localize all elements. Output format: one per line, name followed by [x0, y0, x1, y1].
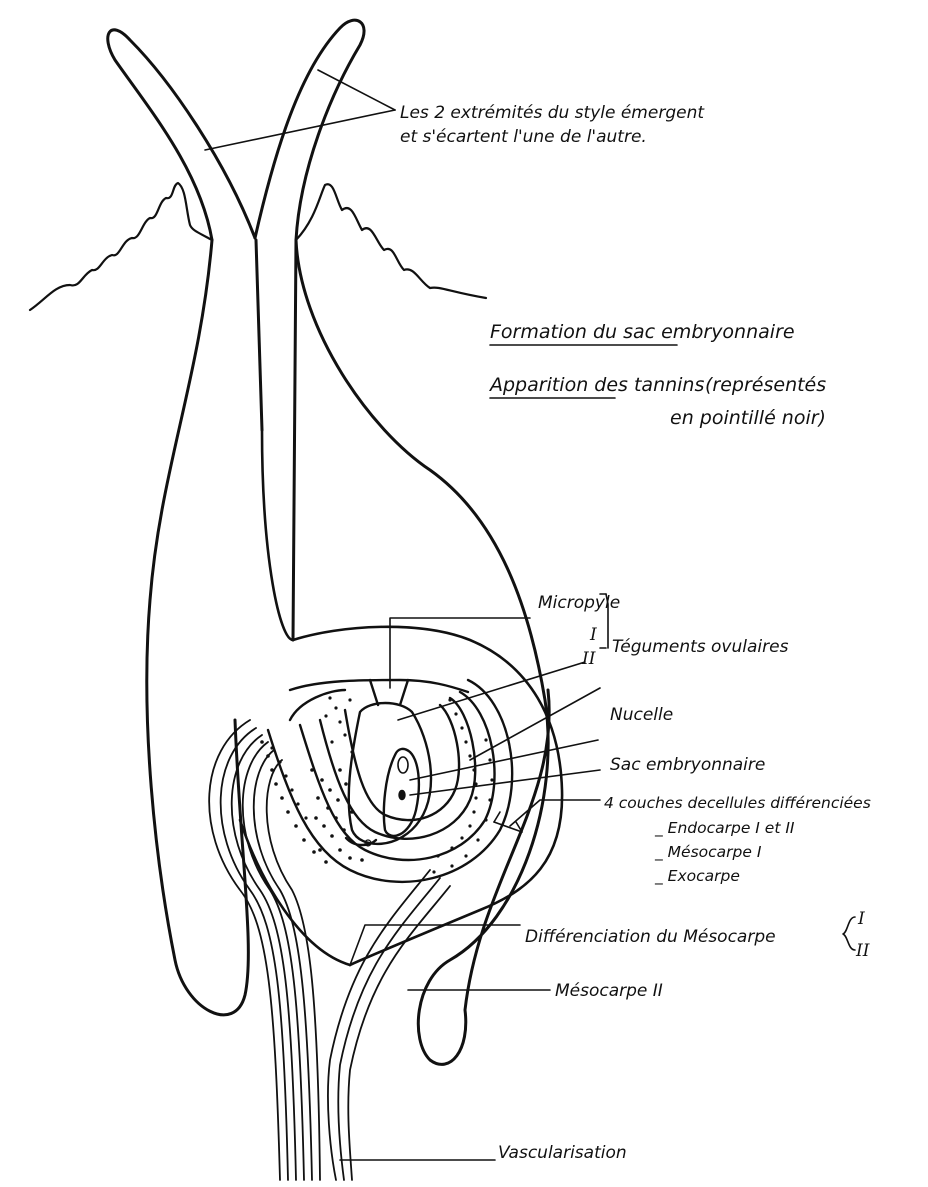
heading-apparition: Apparition des tannins — [488, 374, 704, 396]
left-wavy-perianth — [30, 183, 212, 310]
label-style-tips-1: Les 2 extrémités du style émergent — [400, 103, 705, 123]
sac-nucleus-center — [400, 791, 405, 799]
label-diff-I: I — [857, 909, 865, 929]
label-nucelle: Nucelle — [610, 705, 673, 725]
left-outer-wall — [147, 240, 249, 1015]
label-micropyle: Micropyle — [538, 593, 620, 613]
label-vascularisation: Vascularisation — [498, 1143, 627, 1163]
heading-apparition-paren1: (représentés — [705, 374, 826, 396]
ovule-hood — [290, 690, 345, 720]
heading-formation: Formation du sac embryonnaire — [490, 321, 795, 343]
label-layer-mesocarpe: _ Mésocarpe I — [654, 843, 762, 862]
label-diff-II: II — [855, 941, 870, 961]
heading-apparition-paren2: en pointillé noir) — [670, 407, 826, 429]
mesocarpe-brace — [843, 917, 855, 950]
integument-inner-inner — [345, 705, 459, 820]
label-sac: Sac embryonnaire — [610, 755, 765, 775]
label-integument-I: I — [589, 625, 597, 645]
integument-inner — [320, 698, 475, 839]
style-canal-left — [256, 240, 262, 430]
cavity-bottom — [240, 820, 350, 965]
label-layer-exocarpe: _ Exocarpe — [654, 867, 740, 886]
cavity-floor — [262, 430, 293, 640]
label-integument-II: II — [581, 649, 596, 669]
label-teguments: Téguments ovulaires — [612, 637, 789, 657]
left-style-tip — [108, 30, 255, 240]
label-layers: 4 couches decellules différenciées — [604, 794, 871, 812]
sac-nucleus-top — [398, 757, 408, 773]
label-style-tips-2: et s'écartent l'une de l'autre. — [400, 127, 647, 147]
ovule-top — [290, 680, 468, 692]
right-outer-wall — [296, 240, 549, 1064]
label-mesocarpe2: Mésocarpe II — [555, 981, 663, 1001]
right-wavy-perianth — [296, 184, 486, 298]
label-layer-endocarpe: _ Endocarpe I et II — [654, 819, 795, 838]
style-canal-right — [293, 240, 296, 640]
label-diff-mesocarpe: Différenciation du Mésocarpe — [525, 927, 776, 947]
ovule — [268, 680, 512, 882]
